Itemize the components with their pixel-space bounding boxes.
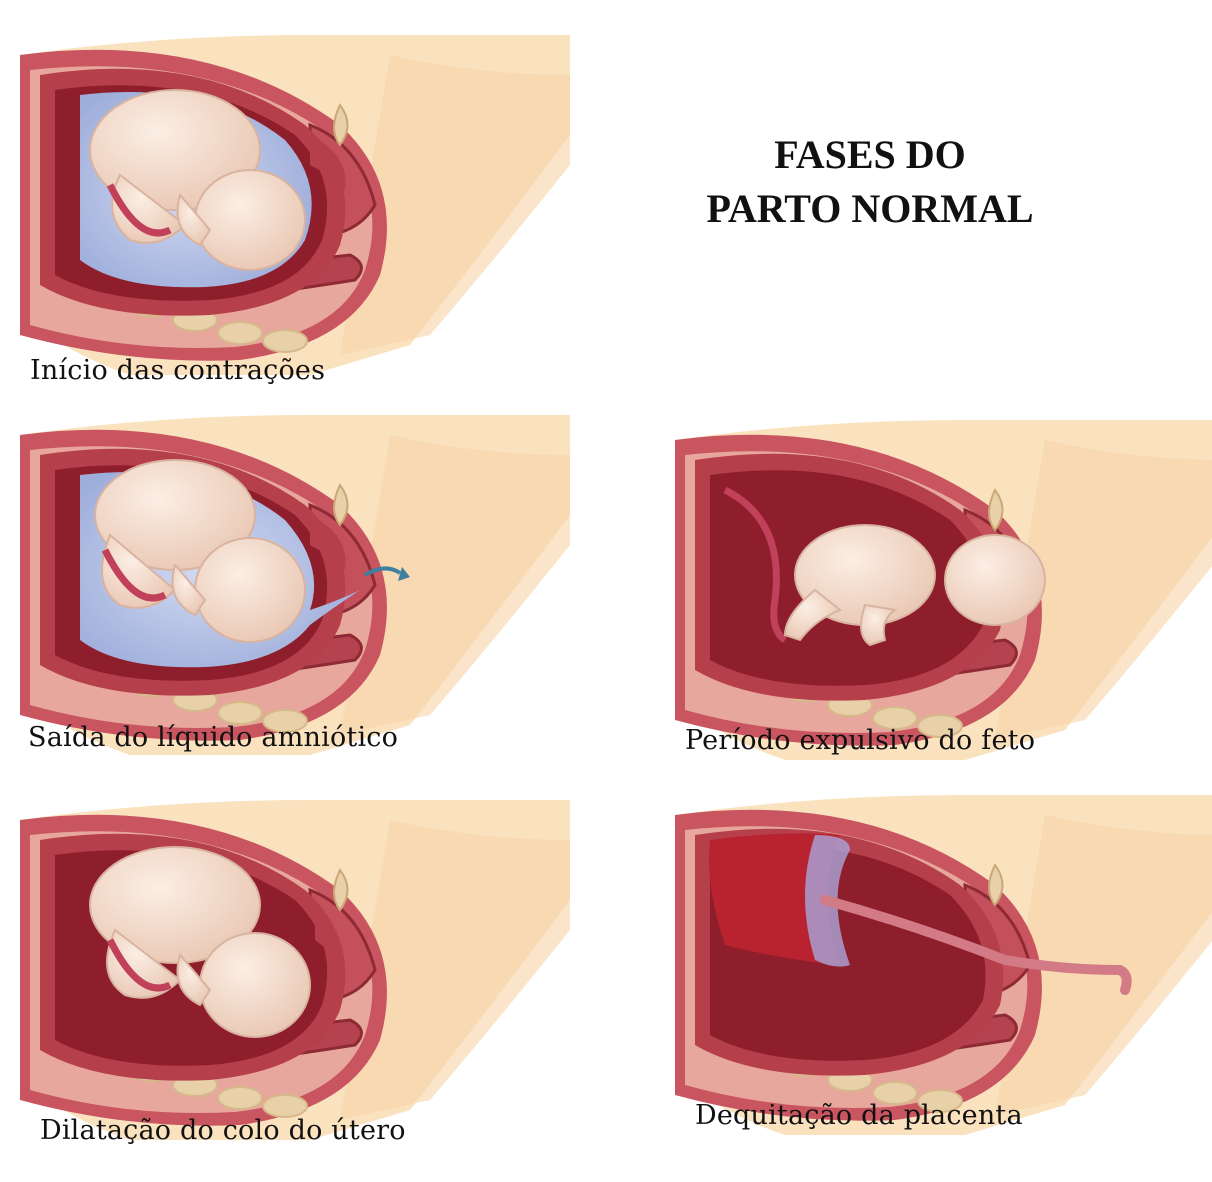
title-line-2: PARTO NORMAL <box>706 186 1034 231</box>
phase-illustration-placenta <box>665 775 1212 1135</box>
phase-caption-contractions: Início das contrações <box>30 355 326 386</box>
phase-caption-placenta: Dequitação da placenta <box>695 1100 1023 1131</box>
phase-illustration-dilation <box>10 780 570 1140</box>
phase-illustration-amniotic-fluid <box>10 395 570 755</box>
phase-caption-amniotic-fluid: Saída do líquido amniótico <box>28 722 399 753</box>
fluid-arrow-icon <box>363 566 410 581</box>
phase-illustration-expulsion <box>665 400 1212 760</box>
phase-caption-dilation: Dilatação do colo do útero <box>40 1115 406 1146</box>
title-line-1: FASES DO <box>774 132 966 177</box>
phase-illustration-contractions <box>10 15 570 375</box>
diagram-title: FASES DO PARTO NORMAL <box>690 128 1050 236</box>
phase-caption-expulsion: Período expulsivo do feto <box>685 725 1036 756</box>
